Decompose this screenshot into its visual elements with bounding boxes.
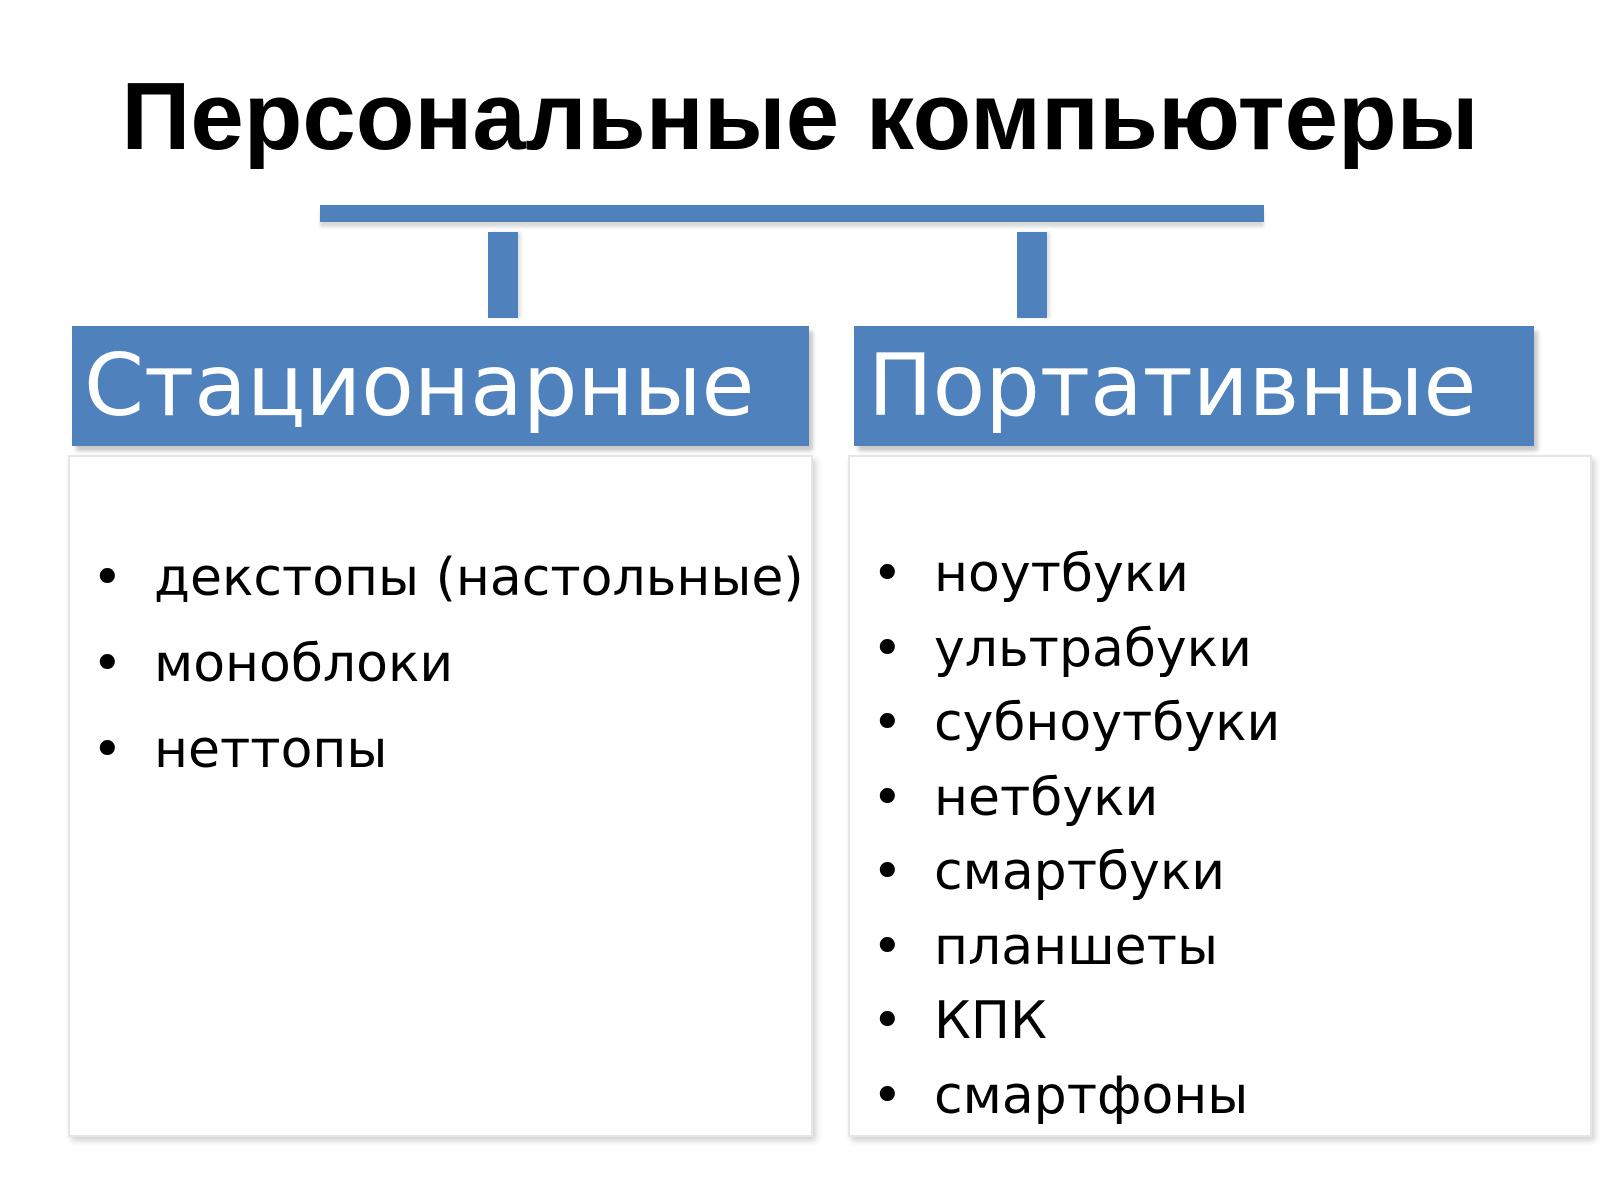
- list-item: • смартфоны: [872, 1059, 1280, 1134]
- list-item-label: планшеты: [934, 916, 1219, 977]
- bullet-icon: •: [872, 693, 903, 753]
- list-item: • моноблоки: [92, 621, 804, 707]
- list-item: • КПК: [872, 984, 1280, 1059]
- list-item-label: нетбуки: [934, 767, 1159, 828]
- bullet-icon: •: [872, 618, 903, 679]
- list-item: • неттопы: [92, 707, 804, 793]
- list-item-label: неттопы: [154, 720, 388, 780]
- list-item-label: субноутбуки: [934, 693, 1281, 753]
- list-item: • субноутбуки: [872, 686, 1280, 761]
- list-item: • ультрабуки: [872, 612, 1280, 687]
- category-list-stationary: • декстопы (настольные) • моноблоки • нетто…: [68, 455, 813, 1137]
- hierarchy-connector-right: [1017, 232, 1047, 318]
- list-item: • планшеты: [872, 910, 1280, 985]
- list-item-label: ультрабуки: [934, 618, 1252, 679]
- list-item: • ноутбуки: [872, 537, 1280, 612]
- bullet-icon: •: [92, 548, 123, 608]
- category-header-stationary: Стационарные: [72, 326, 809, 446]
- list-item-label: ноутбуки: [934, 544, 1189, 604]
- list-item-label: декстопы (настольные): [154, 548, 804, 608]
- category-list-portable: • ноутбуки • ультрабуки • субноутбуки • нетб…: [848, 455, 1592, 1137]
- list-item: • смартбуки: [872, 835, 1280, 910]
- bullet-icon: •: [92, 720, 123, 780]
- category-header-portable: Портативные: [854, 326, 1534, 446]
- list-item-label: смартбуки: [934, 842, 1226, 902]
- bullet-list: • ноутбуки • ультрабуки • субноутбуки • нетб…: [872, 537, 1280, 1133]
- slide-title: Персональные компьютеры: [121, 63, 1479, 170]
- bullet-icon: •: [872, 767, 903, 828]
- bullet-icon: •: [92, 634, 123, 694]
- list-item: • нетбуки: [872, 761, 1280, 836]
- bullet-icon: •: [872, 842, 903, 902]
- list-item: • декстопы (настольные): [92, 535, 804, 621]
- bullet-icon: •: [872, 916, 903, 977]
- list-item-label: моноблоки: [154, 634, 454, 694]
- bullet-list: • декстопы (настольные) • моноблоки • нетто…: [92, 535, 804, 793]
- bullet-icon: •: [872, 991, 903, 1051]
- list-item-label: смартфоны: [934, 1065, 1249, 1126]
- hierarchy-connector-left: [488, 232, 518, 318]
- bullet-icon: •: [872, 544, 903, 604]
- hierarchy-connector-bar: [320, 205, 1264, 222]
- list-item-label: КПК: [934, 991, 1047, 1051]
- bullet-icon: •: [872, 1065, 903, 1126]
